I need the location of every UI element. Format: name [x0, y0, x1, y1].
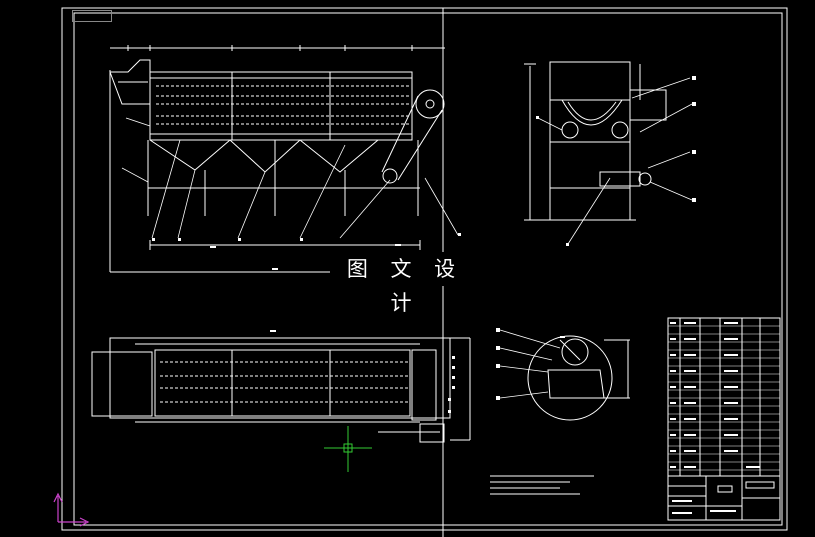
outer-frame [61, 7, 788, 531]
table-text-marks [670, 322, 760, 514]
detail-view [490, 328, 630, 495]
plan-view [91, 330, 471, 443]
title-block [667, 475, 781, 521]
ucs-axis-icon [53, 492, 90, 527]
front-view [109, 45, 461, 273]
crosshair-cursor[interactable] [324, 426, 372, 472]
inner-frame [73, 12, 783, 526]
parts-table [667, 317, 781, 477]
layout-tab-marker [72, 10, 112, 22]
watermark-text: 图 文 设 计 [330, 252, 480, 315]
side-view [524, 61, 696, 246]
